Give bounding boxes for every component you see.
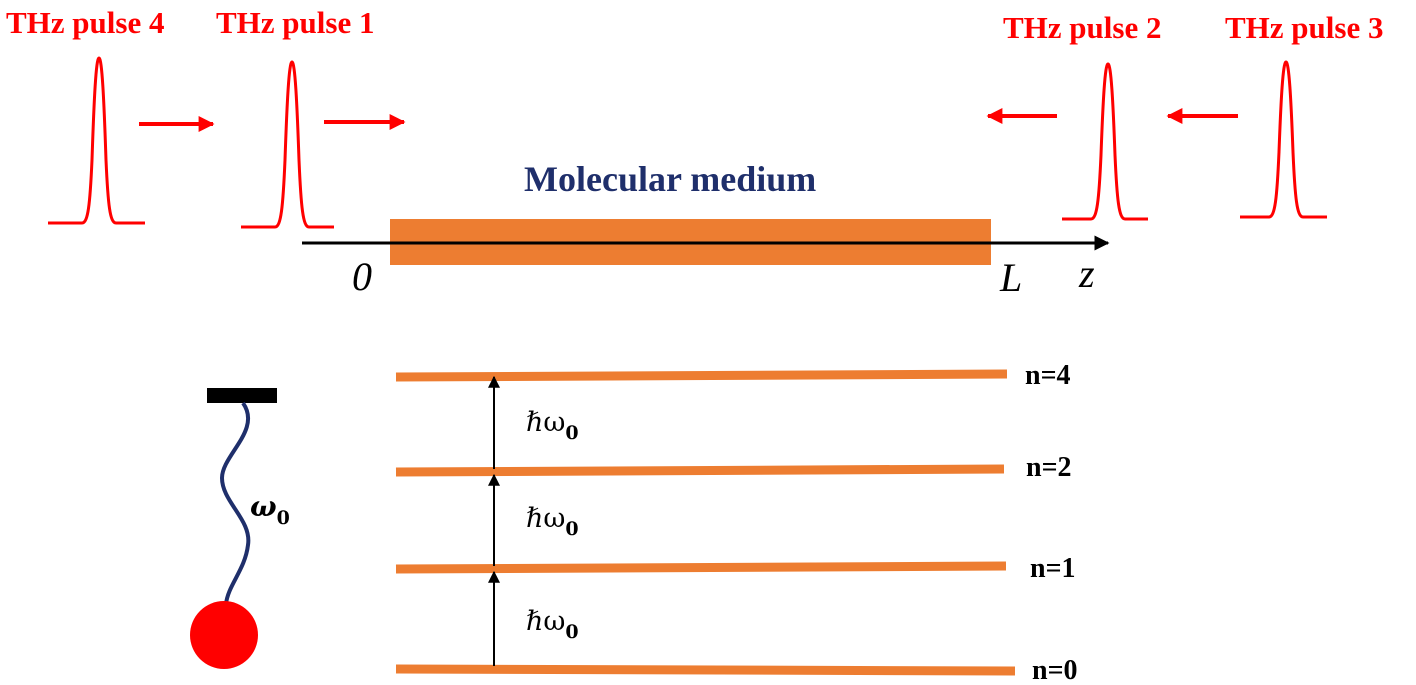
axis-variable-label: z [1078, 251, 1095, 296]
level-label-n1: n=1 [1030, 553, 1076, 584]
pulse-2-label: THz pulse 2 [1003, 10, 1161, 45]
oscillator-support [207, 388, 277, 403]
axis-end-label: L [999, 255, 1022, 300]
pulse-2-waveform [1062, 62, 1148, 221]
transition-label-middle: ℏω0 [526, 503, 579, 540]
pulse-4-waveform [48, 56, 145, 225]
energy-level-n1 [395, 561, 1007, 574]
oscillator-spring [219, 401, 251, 605]
transition-label-upper: ℏω0 [526, 407, 579, 444]
pulse-3-label: THz pulse 3 [1225, 10, 1383, 45]
medium-label: Molecular medium [524, 159, 816, 199]
transition-label-lower: ℏω0 [526, 606, 579, 643]
level-label-n4: n=4 [1025, 360, 1071, 391]
energy-level-n4 [395, 369, 1008, 382]
pulse-1-waveform [241, 60, 334, 229]
oscillator-frequency-label: ω0 [250, 490, 290, 529]
energy-level-n2 [395, 464, 1005, 477]
level-label-n0: n=0 [1032, 655, 1078, 685]
energy-level-n0 [395, 664, 1016, 676]
level-label-n2: n=2 [1026, 452, 1072, 483]
pulse-4-label: THz pulse 4 [6, 5, 164, 40]
pulse-1-label: THz pulse 1 [216, 5, 374, 40]
axis-origin-label: 0 [352, 254, 372, 299]
oscillator-mass [190, 601, 258, 669]
pulse-3-waveform [1240, 60, 1327, 219]
